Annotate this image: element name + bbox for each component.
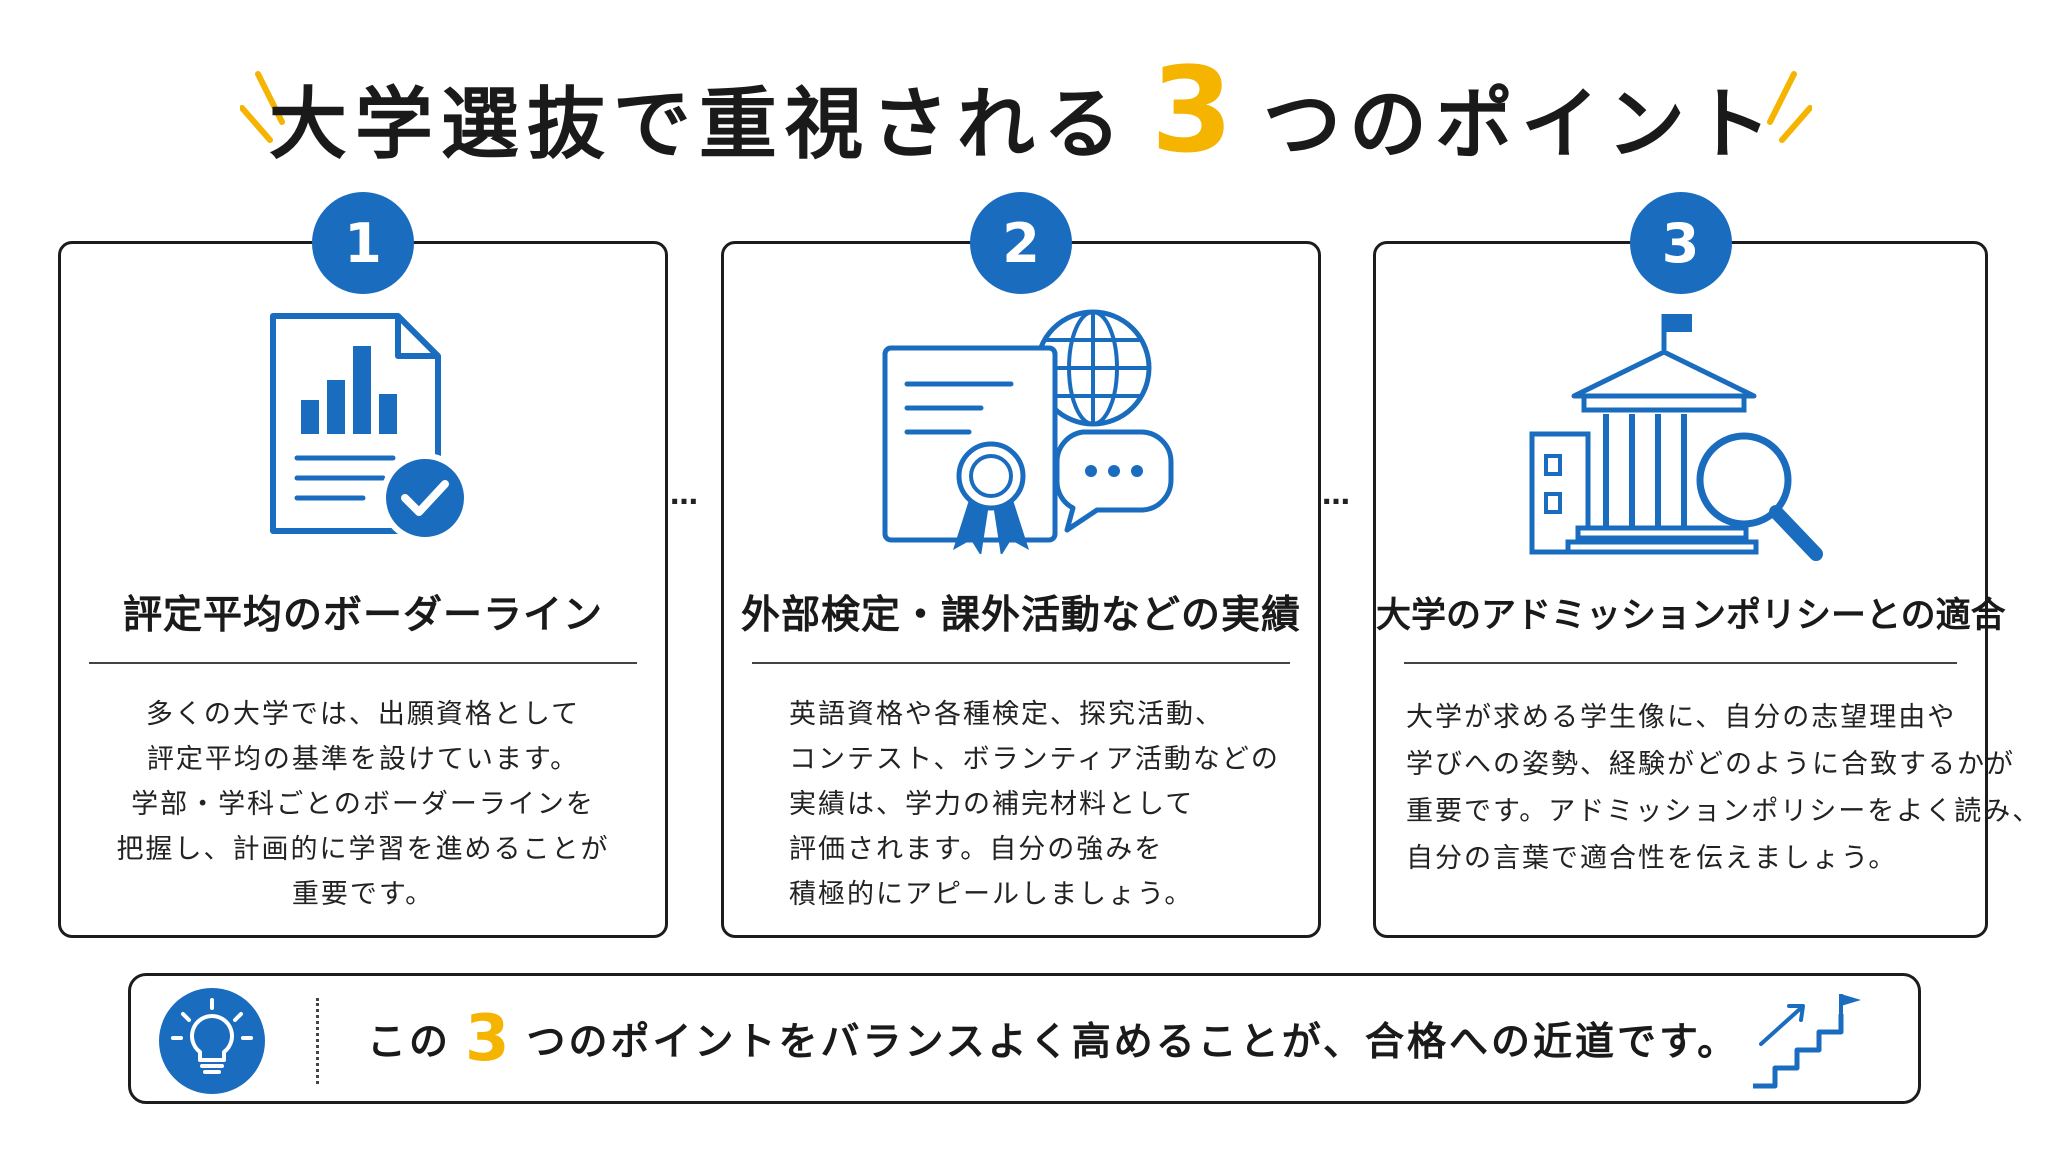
point-card-1: 1 評定平均のボーダーライン 多くの大学では、出願資格として 評定平均の基準を設… xyxy=(58,192,668,938)
stairs-flag-icon xyxy=(1753,994,1861,1089)
title-text-before: 大学選抜で重視される xyxy=(268,79,1129,170)
banner-separator xyxy=(316,998,319,1084)
card-title: 評定平均のボーダーライン xyxy=(122,593,603,638)
summary-number: 3 xyxy=(465,1001,513,1076)
spark-lines-left-icon xyxy=(240,71,285,143)
certificate-globe-chat-icon xyxy=(882,309,1174,554)
point-number-badge: 3 xyxy=(1629,192,1732,294)
point-number-badge: 2 xyxy=(970,192,1072,294)
card-text-line: コンテスト、ボランティア活動などの xyxy=(789,744,1280,775)
card-description: 多くの大学では、出願資格として 評定平均の基準を設けています。 学部・学科ごとの… xyxy=(91,692,635,917)
summary-banner: この 3 つのポイントをバランスよく高めることが、合格への近道です。 xyxy=(128,973,1921,1104)
point-card-3: 3 大学のアドミッションポリシーとの適合 大学が求める学生像に、自分の志望理由や… xyxy=(1373,192,2042,938)
card-text-line: 重要です。アドミッションポリシーをよく読み、 xyxy=(1406,796,2042,827)
card-description: 大学が求める学生像に、自分の志望理由や 学びへの姿勢、経験がどのように合致するか… xyxy=(1406,694,2042,882)
card-text-line: 評価されます。自分の強みを xyxy=(789,834,1164,865)
card-text-line: 重要です。 xyxy=(291,879,435,910)
title-number: 3 xyxy=(1150,40,1242,179)
connector-dots: … xyxy=(1322,478,1351,511)
card-text-line: 実績は、学力の補完材料として xyxy=(789,789,1195,820)
page-title-area: 大学選抜で重視される 3 つのポイント xyxy=(0,51,2048,174)
card-text-line: 多くの大学では、出願資格として xyxy=(145,699,581,730)
lightbulb-icon xyxy=(159,988,265,1094)
card-text-line: 英語資格や各種検定、探究活動、 xyxy=(789,699,1224,730)
card-divider xyxy=(1404,662,1957,664)
card-description: 英語資格や各種検定、探究活動、 コンテスト、ボランティア活動などの 実績は、学力… xyxy=(789,692,1288,917)
point-number-badge: 1 xyxy=(312,192,414,294)
card-text-line: 学びへの姿勢、経験がどのように合致するかが xyxy=(1406,749,2015,780)
title-text-after: つのポイント xyxy=(1263,79,1780,170)
summary-text: この 3 つのポイントをバランスよく高めることが、合格への近道です。 xyxy=(367,976,1739,1101)
card-divider xyxy=(89,662,637,664)
card-divider xyxy=(752,662,1290,664)
summary-text-after: つのポイントをバランスよく高めることが、合格への近道です。 xyxy=(526,1019,1740,1065)
point-card-2: 2 外部検定・課外活動などの実績 英語資格や各種検定、探究活動、 コンテスト、ボ… xyxy=(721,192,1321,938)
card-text-line: 積極的にアピールしましょう。 xyxy=(789,879,1194,910)
report-chart-check-icon xyxy=(270,313,470,543)
connector-dots: … xyxy=(670,478,699,511)
card-text-line: 自分の言葉で適合性を伝えましょう。 xyxy=(1406,843,1898,874)
card-title: 外部検定・課外活動などの実績 xyxy=(740,593,1301,638)
page-title: 大学選抜で重視される 3 つのポイント xyxy=(269,51,1779,174)
university-search-icon xyxy=(1529,314,1823,561)
spark-lines-right-icon xyxy=(1767,71,1812,143)
summary-text-before: この xyxy=(367,1019,452,1065)
card-text-line: 把握し、計画的に学習を進めることが xyxy=(116,834,610,865)
card-text-line: 大学が求める学生像に、自分の志望理由や xyxy=(1406,702,1957,733)
card-text-line: 評定平均の基準を設けています。 xyxy=(146,744,580,775)
card-text-line: 学部・学科ごとのボーダーラインを xyxy=(131,789,595,820)
card-title: 大学のアドミッションポリシーとの適合 xyxy=(1376,596,2006,636)
